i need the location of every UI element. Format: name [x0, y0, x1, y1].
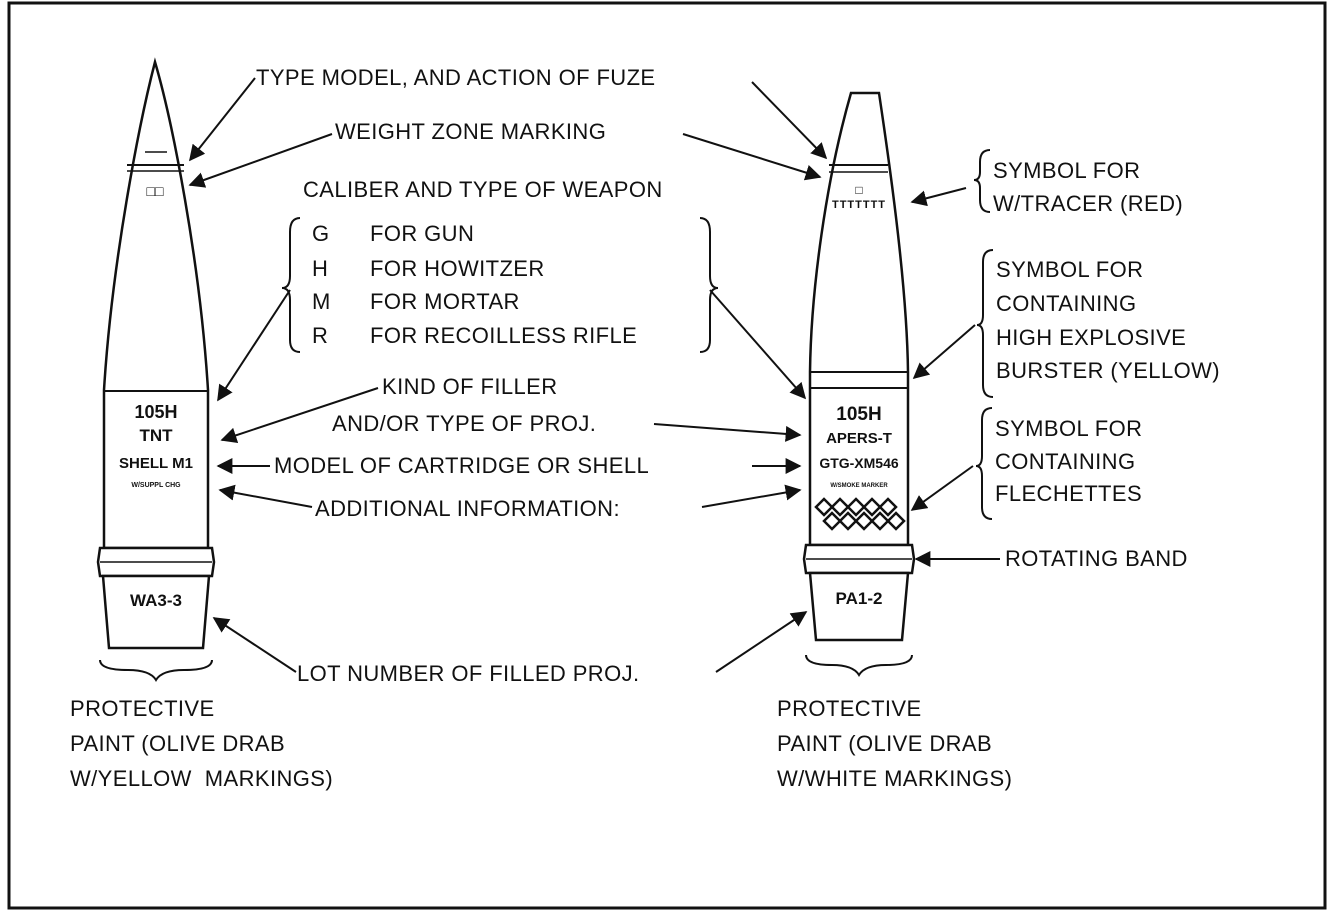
label-weight-zone: WEIGHT ZONE MARKING	[335, 119, 606, 144]
label-rotating-band: ROTATING BAND	[1005, 546, 1188, 571]
tracer-brace	[973, 149, 991, 213]
label-he-line3: HIGH EXPLOSIVE	[996, 325, 1186, 350]
label-flechettes-line3: FLECHETTES	[995, 481, 1142, 506]
weapon-letter-r: R	[312, 323, 328, 348]
left-lot-number: WA3-3	[130, 591, 182, 610]
arrow-caliber-left	[217, 289, 291, 402]
left-projectile-nose	[102, 57, 210, 550]
label-type-model-fuze: TYPE MODEL, AND ACTION OF FUZE	[256, 65, 656, 90]
right-lot-number: PA1-2	[836, 589, 883, 608]
arrow-high-explosive	[912, 324, 976, 380]
weapon-text-mortar: FOR MORTAR	[370, 289, 520, 314]
leader-arrows	[188, 77, 1000, 673]
weapon-types-left-brace	[281, 217, 301, 353]
arrow-weight-right	[682, 133, 822, 181]
arrow-filler-right	[653, 423, 802, 442]
left-model: SHELL M1	[119, 455, 193, 472]
left-additional: W/SUPPL CHG	[131, 482, 181, 489]
left-weight-zone-mark: □□	[147, 183, 164, 199]
right-additional: W/SMOKE MARKER	[830, 483, 888, 489]
flechette-symbol	[814, 497, 906, 531]
right-projectile-base	[808, 571, 910, 642]
weapon-letter-m: M	[312, 289, 331, 314]
arrow-additional-left	[218, 484, 313, 508]
arrow-flechettes	[910, 465, 974, 511]
left-brace	[99, 659, 213, 682]
weapon-types-right-brace	[699, 217, 719, 353]
label-flechettes-line1: SYMBOL FOR	[995, 416, 1142, 441]
left-paint-line1: PROTECTIVE	[70, 696, 215, 721]
arrow-filler-left	[220, 387, 379, 444]
right-paint-line3: W/WHITE MARKINGS)	[777, 766, 1012, 791]
left-caliber: 105H	[134, 402, 177, 422]
label-he-line4: BURSTER (YELLOW)	[996, 358, 1220, 383]
weapon-text-recoilless: FOR RECOILLESS RIFLE	[370, 323, 637, 348]
arrow-additional-right	[701, 484, 802, 508]
right-weight-zone-mark: □	[855, 183, 862, 197]
tracer-symbol: TTTTTTT	[832, 199, 886, 211]
right-projectile-nose	[808, 91, 910, 547]
label-flechettes-line2: CONTAINING	[995, 449, 1135, 474]
right-caliber: 105H	[836, 404, 881, 425]
diagram-border	[7, 1, 1327, 910]
label-lot-number: LOT NUMBER OF FILLED PROJ.	[297, 661, 640, 686]
arrow-lot-left	[212, 617, 297, 673]
label-additional-info: ADDITIONAL INFORMATION:	[315, 496, 620, 521]
right-brace	[805, 654, 913, 677]
right-paint-line2: PAINT (OLIVE DRAB	[777, 731, 992, 756]
label-he-line1: SYMBOL FOR	[996, 257, 1143, 282]
flechettes-brace	[975, 407, 993, 520]
weapon-text-gun: FOR GUN	[370, 221, 474, 246]
arrow-fuze-left	[189, 77, 256, 162]
label-tracer-line2: W/TRACER (RED)	[993, 191, 1183, 216]
arrow-fuze-right	[751, 81, 828, 160]
label-caliber-weapon: CALIBER AND TYPE OF WEAPON	[303, 177, 663, 202]
arrow-caliber-right	[709, 289, 807, 400]
left-paint-line3: W/YELLOW MARKINGS)	[70, 766, 333, 791]
high-explosive-brace	[976, 249, 994, 398]
left-projectile-base	[101, 574, 211, 650]
right-projectile	[802, 91, 916, 642]
left-paint-line2: PAINT (OLIVE DRAB	[70, 731, 285, 756]
right-model: GTG-XM546	[819, 455, 899, 471]
right-paint-line1: PROTECTIVE	[777, 696, 922, 721]
label-filler-type: AND/OR TYPE OF PROJ.	[332, 411, 596, 436]
left-filler: TNT	[139, 426, 173, 445]
weapon-letter-g: G	[312, 221, 330, 246]
left-projectile	[96, 57, 216, 650]
label-model-cartridge: MODEL OF CARTRIDGE OR SHELL	[274, 453, 649, 478]
arrow-weight-left	[188, 133, 333, 188]
label-kind-filler: KIND OF FILLER	[382, 374, 558, 399]
label-tracer-line1: SYMBOL FOR	[993, 158, 1140, 183]
right-filler: APERS-T	[826, 430, 892, 447]
weapon-text-howitzer: FOR HOWITZER	[370, 256, 545, 281]
arrow-tracer	[910, 187, 967, 207]
weapon-letter-h: H	[312, 256, 328, 281]
arrow-lot-right	[715, 611, 808, 673]
label-he-line2: CONTAINING	[996, 291, 1136, 316]
